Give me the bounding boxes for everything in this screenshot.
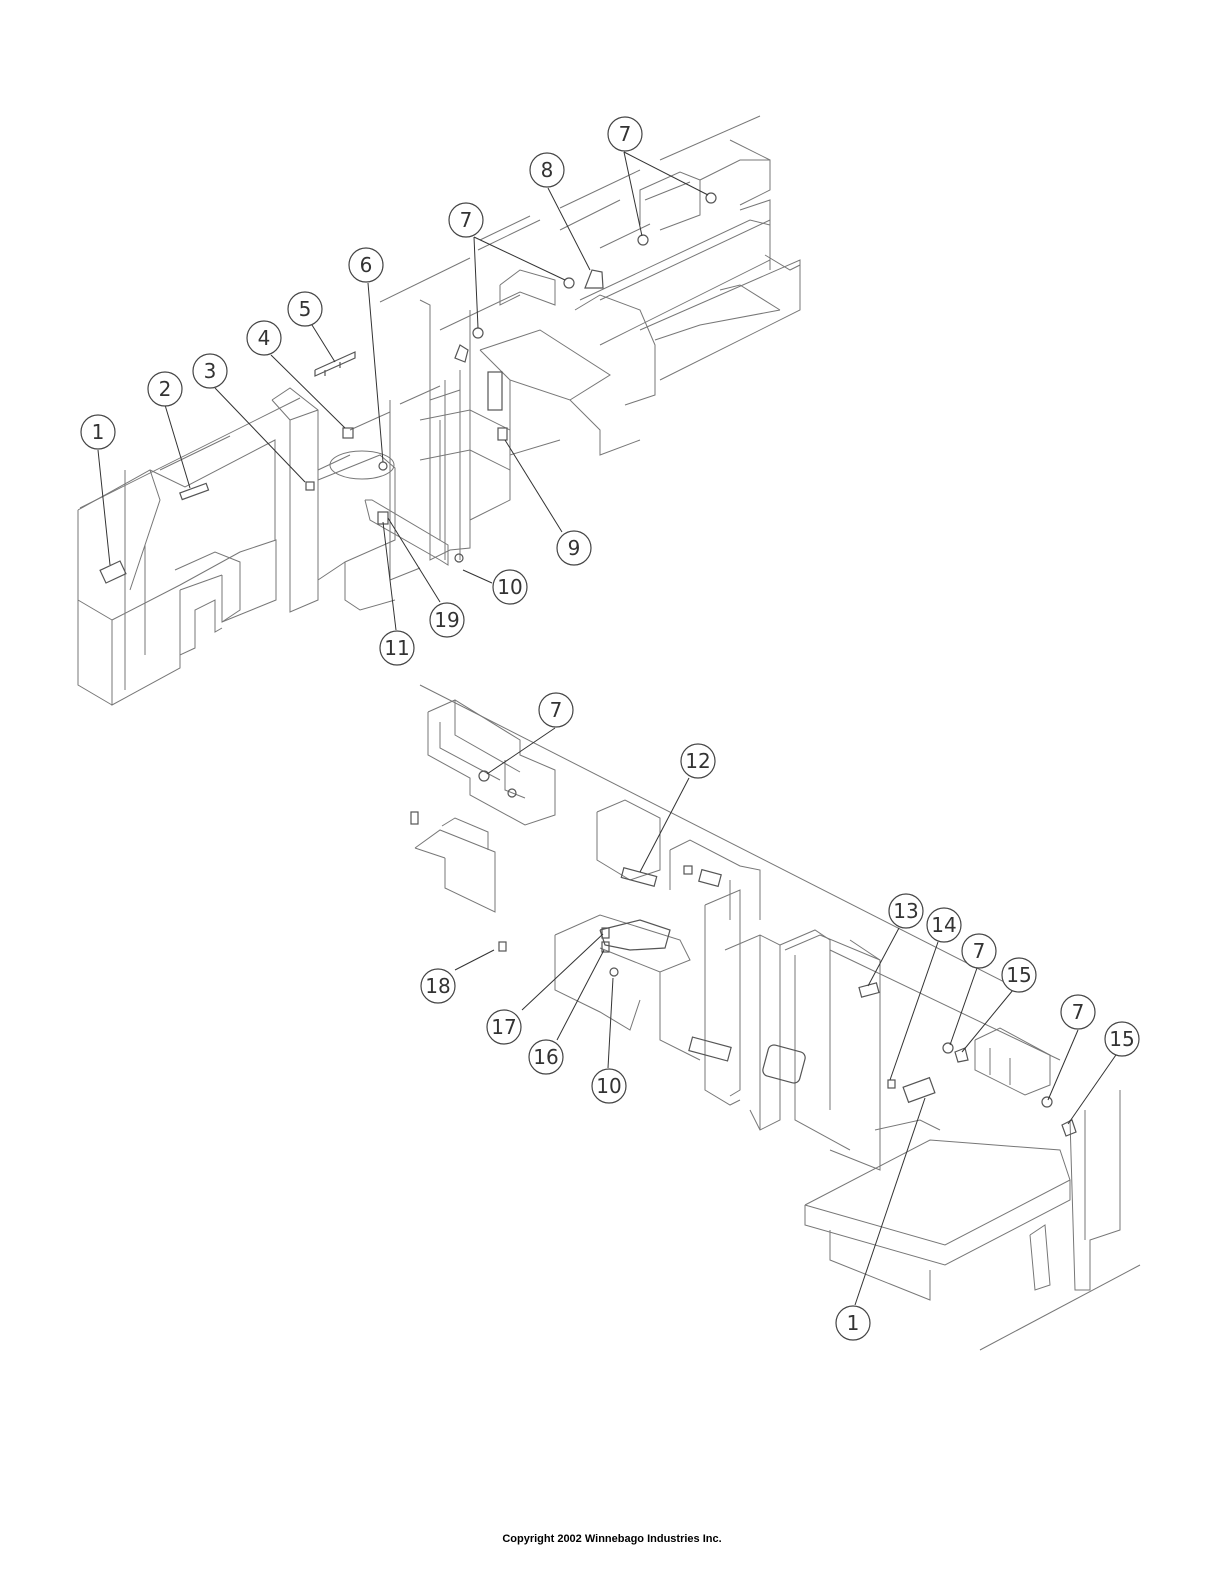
leader-lines: [98, 152, 1118, 1305]
svg-text:15: 15: [1109, 1027, 1134, 1051]
callout-13: 13: [889, 894, 923, 928]
callout-4: 4: [247, 321, 281, 355]
callout-bubbles: 1 2 3 4 5 6 7 7 8 9 10 11 19 7 12 1: [81, 117, 1139, 1340]
svg-text:8: 8: [541, 158, 554, 182]
callout-14: 14: [927, 908, 961, 942]
svg-text:17: 17: [491, 1015, 516, 1039]
svg-text:1: 1: [847, 1311, 860, 1335]
callout-10-bottom: 10: [592, 1069, 626, 1103]
callout-7-c: 7: [539, 693, 573, 727]
callout-11: 11: [380, 631, 414, 665]
svg-text:11: 11: [384, 636, 409, 660]
svg-text:18: 18: [425, 974, 450, 998]
svg-text:10: 10: [497, 575, 522, 599]
svg-text:7: 7: [619, 122, 632, 146]
svg-text:3: 3: [204, 359, 217, 383]
callout-10-top: 10: [493, 570, 527, 604]
callout-1-bottom: 1: [836, 1306, 870, 1340]
svg-text:1: 1: [92, 420, 105, 444]
copyright-notice: Copyright 2002 Winnebago Industries Inc.: [0, 1533, 1224, 1545]
callout-9: 9: [557, 531, 591, 565]
svg-text:19: 19: [434, 608, 459, 632]
svg-text:4: 4: [258, 326, 271, 350]
callout-7-e: 7: [1061, 995, 1095, 1029]
svg-text:12: 12: [685, 749, 710, 773]
svg-text:7: 7: [1072, 1000, 1085, 1024]
callout-3: 3: [193, 354, 227, 388]
svg-text:10: 10: [596, 1074, 621, 1098]
svg-text:9: 9: [568, 536, 581, 560]
svg-text:7: 7: [550, 698, 563, 722]
callout-16: 16: [529, 1040, 563, 1074]
svg-text:16: 16: [533, 1045, 558, 1069]
callout-5: 5: [288, 292, 322, 326]
bottom-assembly-drawing: [411, 685, 1140, 1350]
callout-19: 19: [430, 603, 464, 637]
svg-text:7: 7: [973, 939, 986, 963]
callout-6: 6: [349, 248, 383, 282]
callout-2: 2: [148, 372, 182, 406]
svg-text:15: 15: [1006, 963, 1031, 987]
svg-text:2: 2: [159, 377, 172, 401]
callout-12: 12: [681, 744, 715, 778]
callout-17: 17: [487, 1010, 521, 1044]
callout-7-a: 7: [449, 203, 483, 237]
svg-text:13: 13: [893, 899, 918, 923]
callout-1-top: 1: [81, 415, 115, 449]
svg-text:14: 14: [931, 913, 956, 937]
svg-text:6: 6: [360, 253, 373, 277]
callout-7-b: 7: [608, 117, 642, 151]
svg-text:5: 5: [299, 297, 312, 321]
callout-8: 8: [530, 153, 564, 187]
callout-7-d: 7: [962, 934, 996, 968]
callout-18: 18: [421, 969, 455, 1003]
svg-text:7: 7: [460, 208, 473, 232]
callout-15-a: 15: [1002, 958, 1036, 992]
callout-15-b: 15: [1105, 1022, 1139, 1056]
